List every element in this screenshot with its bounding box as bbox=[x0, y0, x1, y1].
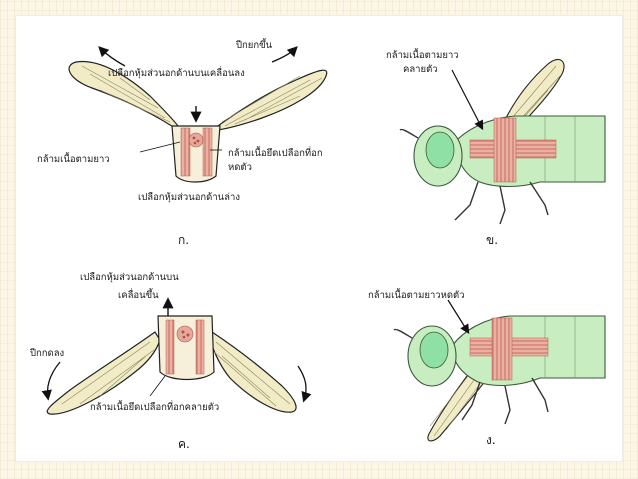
top-plate-up-label-1: เปลือกหุ้มส่วนอกด้านบน bbox=[80, 272, 179, 283]
wing-up-label: ปีกยกขึ้น bbox=[235, 38, 272, 51]
vertical-muscle-d bbox=[491, 317, 513, 381]
muscle-relax-label-2: คลายตัว bbox=[403, 64, 438, 75]
vertical-muscle-c-left bbox=[165, 319, 175, 375]
top-plate-up-label-2: เคลื่อนขึ้น bbox=[118, 288, 159, 301]
lowered-wing-d bbox=[427, 371, 487, 442]
caption-a: ก. bbox=[178, 233, 189, 247]
longitudinal-muscle-label-a: กล้ามเนื้อตามยาว bbox=[37, 152, 110, 165]
muscle-contract-label: กล้ามเนื้อตามยาวหดตัว bbox=[368, 288, 465, 301]
panel-a: ปีกยกขึ้น เปลือกหุ้มส่วนอกด้านบนเคลื่อนล… bbox=[37, 38, 328, 247]
vertical-muscle-b bbox=[493, 117, 517, 183]
vertical-muscle-relax-label: กล้ามเนื้อยึดเปลือกที่อกคลายตัว bbox=[90, 400, 219, 413]
panel-d: กล้ามเนื้อตามยาวหดตัว ง. bbox=[368, 288, 606, 447]
top-plate-down-label: เปลือกหุ้มส่วนอกด้านบนเคลื่อนลง bbox=[108, 66, 245, 79]
panel-c: เปลือกหุ้มส่วนอกด้านบน เคลื่อนขึ้น ปีกกด… bbox=[29, 272, 312, 451]
vertical-muscle-c-right bbox=[195, 319, 205, 375]
caption-d: ง. bbox=[486, 433, 496, 447]
eye-d bbox=[419, 331, 449, 369]
caption-b: ข. bbox=[486, 233, 498, 247]
right-wing bbox=[213, 69, 328, 131]
eye-b bbox=[425, 131, 455, 169]
panel-b: กล้ามเนื้อตามยาว คลายตัว ข. bbox=[386, 48, 606, 247]
muscle-relax-label-1: กล้ามเนื้อตามยาว bbox=[386, 48, 459, 61]
right-wing-lowered bbox=[209, 331, 297, 413]
longitudinal-muscle-section-c bbox=[176, 325, 194, 343]
longitudinal-muscle-section bbox=[188, 132, 204, 148]
vertical-muscle-contract-label-2: หดตัว bbox=[228, 162, 252, 173]
caption-c: ค. bbox=[178, 437, 190, 451]
raised-wing-b bbox=[504, 59, 565, 127]
wing-down-label: ปีกกดลง bbox=[29, 347, 64, 359]
bottom-plate-label: เปลือกหุ้มส่วนอกด้านล่าง bbox=[138, 192, 240, 203]
vertical-muscle-right bbox=[202, 127, 213, 177]
left-wing-lowered bbox=[46, 331, 161, 415]
vertical-muscle-left bbox=[180, 127, 191, 177]
vertical-muscle-contract-label-1: กล้ามเนื้อยึดเปลือกที่อก bbox=[228, 146, 323, 159]
